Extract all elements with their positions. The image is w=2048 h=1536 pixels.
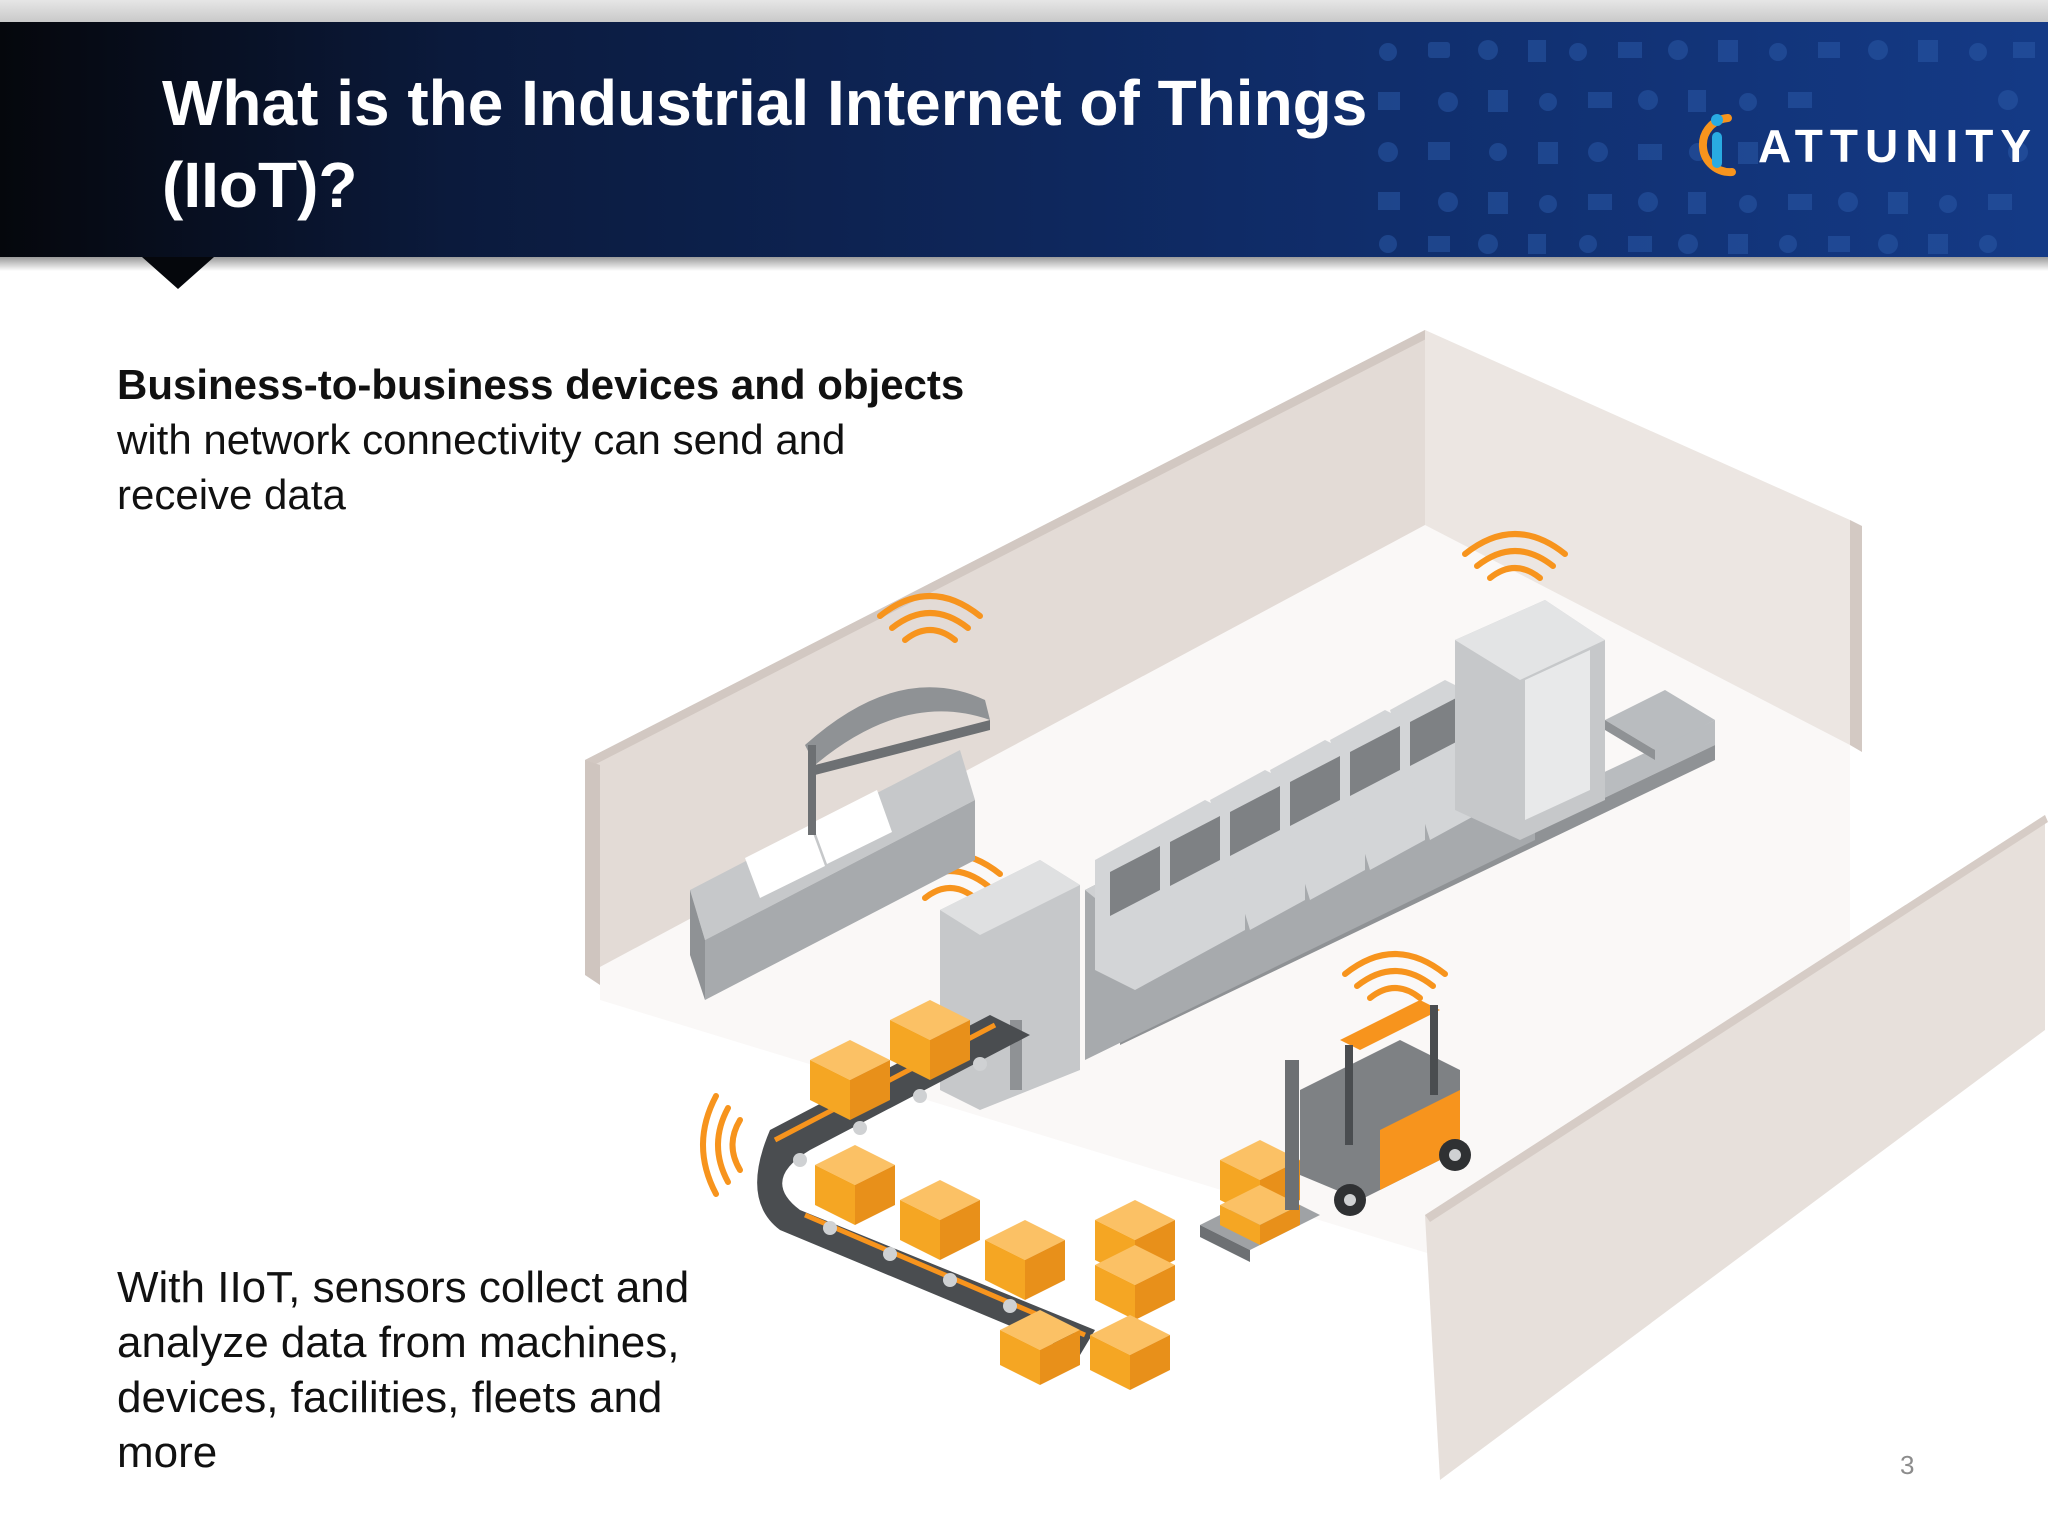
printing-press xyxy=(940,600,1715,1110)
logo-text: ATTUNITY xyxy=(1758,120,2039,172)
wifi-signal-icon xyxy=(1342,951,1448,1001)
back-left-wall xyxy=(585,330,1425,975)
box xyxy=(1090,1315,1170,1390)
page-number: 3 xyxy=(1900,1450,1915,1480)
control-panel xyxy=(690,687,990,1000)
header-pointer xyxy=(142,257,214,289)
intro-body-text: with network connectivity can send and r… xyxy=(117,416,846,518)
footer-text: With IIoT, sensors collect and analyze d… xyxy=(117,1263,690,1477)
forklift xyxy=(1200,1000,1471,1262)
box xyxy=(810,1040,890,1120)
wifi-signal-icon xyxy=(877,593,983,643)
slide-header: What is the Industrial Internet of Thing… xyxy=(0,22,2048,257)
boxes xyxy=(810,1000,1175,1390)
back-right-wall xyxy=(1425,330,1850,745)
box xyxy=(1220,1185,1300,1245)
header-shadow xyxy=(0,257,2048,271)
attunity-logo-mark-icon xyxy=(1699,114,1736,177)
box xyxy=(1095,1245,1175,1320)
box xyxy=(815,1145,895,1225)
wifi-signal-icon xyxy=(1462,531,1568,581)
attunity-logo: ATTUNITY xyxy=(1688,106,2038,186)
box xyxy=(900,1180,980,1260)
icon-pattern-background xyxy=(1378,40,2035,254)
intro-bold-text: Business-to-business devices and objects xyxy=(117,361,965,408)
wifi-signal-icon xyxy=(700,1093,743,1197)
factory-illustration xyxy=(585,330,2048,1480)
box xyxy=(985,1220,1065,1300)
slide-title: What is the Industrial Internet of Thing… xyxy=(162,67,1368,221)
box xyxy=(1000,1310,1080,1385)
front-right-wall xyxy=(1425,815,2045,1480)
box xyxy=(890,1000,970,1080)
intro-text: Business-to-business devices and objects… xyxy=(117,357,1117,522)
top-strip xyxy=(0,0,2048,22)
